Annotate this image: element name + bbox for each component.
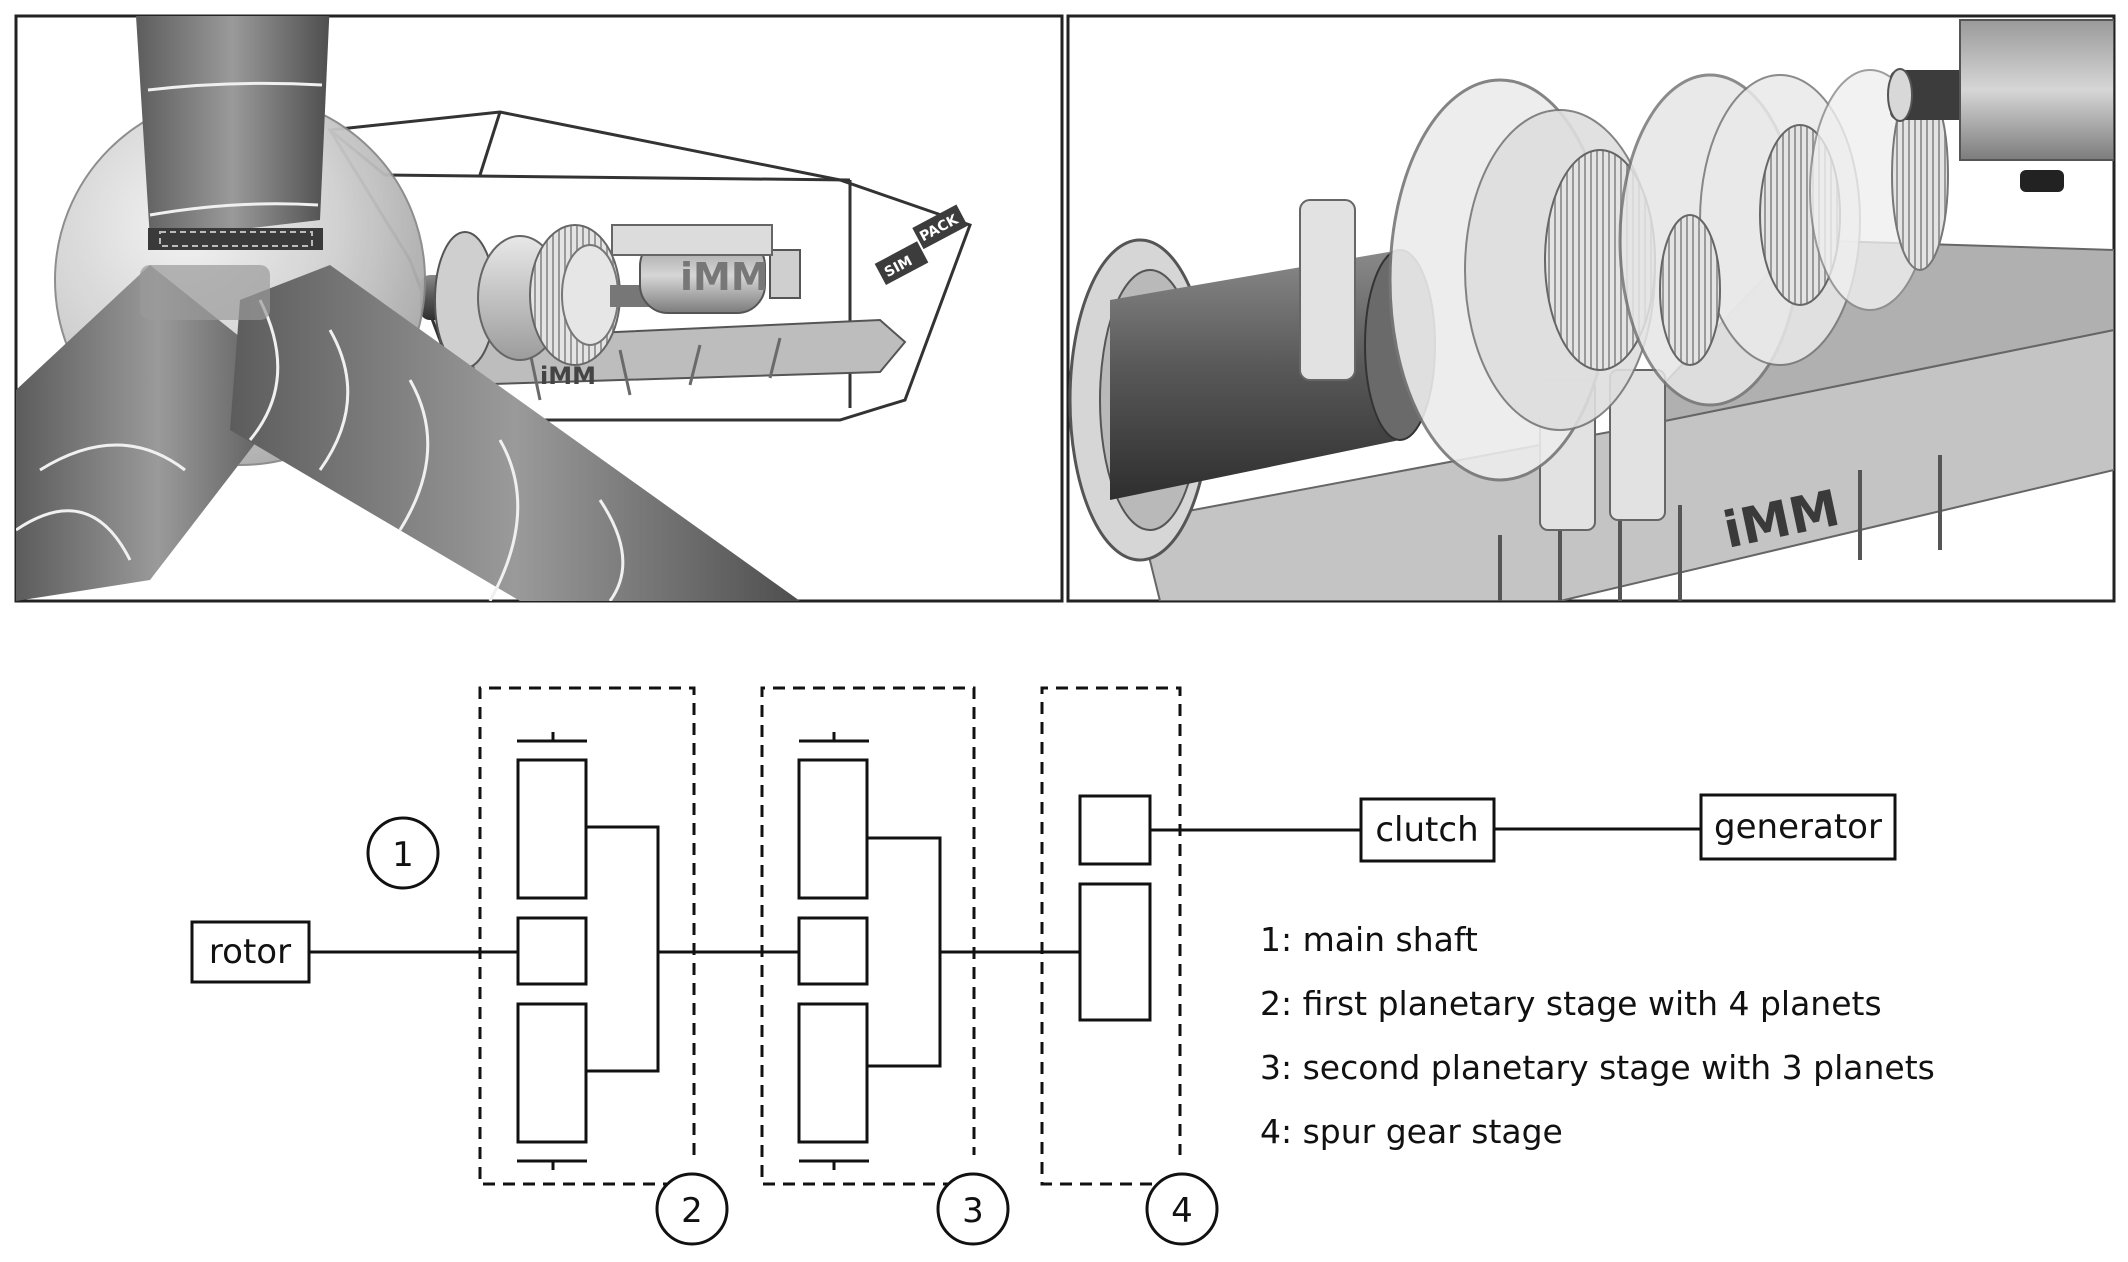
marker-3: 3 bbox=[962, 1191, 984, 1231]
stage-3-ring-top bbox=[797, 758, 869, 900]
blade-lower-right bbox=[230, 265, 800, 601]
marker-2-circle bbox=[655, 1172, 729, 1246]
legend-item-3: 3: second planetary stage with 3 planets bbox=[1260, 1048, 1935, 1087]
nacelle-render-panel: iMM iMM SIM PACK bbox=[14, 14, 1064, 603]
simpack-logo: SIM PACK bbox=[874, 204, 968, 286]
gearbox-3d bbox=[1388, 69, 1949, 482]
marker-1-circle bbox=[366, 816, 440, 890]
marker-1: 1 bbox=[392, 835, 414, 875]
clutch-label: clutch bbox=[1375, 810, 1478, 850]
legend-item-1: 1: main shaft bbox=[1260, 920, 1478, 959]
marker-2: 2 bbox=[681, 1191, 703, 1231]
stage-3-box bbox=[760, 686, 976, 1186]
stage-4-pinion bbox=[1078, 794, 1152, 866]
stage-2-ring-top bbox=[516, 758, 588, 900]
stage-2-box bbox=[478, 686, 696, 1186]
stage-4-box bbox=[1040, 686, 1182, 1186]
legend-item-2: 2: first planetary stage with 4 planets bbox=[1260, 984, 1882, 1023]
drivetrain-schematic bbox=[190, 686, 1897, 1246]
stage-2-ring-bottom bbox=[516, 1002, 588, 1144]
stage-3-sun bbox=[797, 916, 869, 986]
stage-3-ring-bottom bbox=[797, 1002, 869, 1144]
marker-4: 4 bbox=[1171, 1191, 1193, 1231]
generator-3d-right bbox=[1959, 19, 2114, 161]
generator-box bbox=[1699, 793, 1897, 861]
stage-3-carrier bbox=[867, 836, 942, 1068]
drivetrain-render-panel: iMM bbox=[1066, 14, 2116, 603]
rotor-label: rotor bbox=[209, 932, 291, 972]
blade-top bbox=[136, 16, 330, 250]
blade-lower-left bbox=[16, 265, 300, 601]
marker-3-circle bbox=[936, 1172, 1010, 1246]
marker-4-circle bbox=[1145, 1172, 1219, 1246]
schematic-labels: rotor clutch generator 1 2 3 4 1: main s… bbox=[209, 807, 1935, 1231]
imm-logo-generator: iMM bbox=[680, 255, 769, 299]
stage-2-carrier bbox=[586, 825, 660, 1073]
stage-2-sun bbox=[516, 916, 588, 986]
stage-4-gear bbox=[1078, 882, 1152, 1022]
legend-item-4: 4: spur gear stage bbox=[1260, 1112, 1563, 1151]
imm-logo-left: iMM bbox=[540, 362, 596, 390]
generator-label: generator bbox=[1714, 807, 1882, 847]
